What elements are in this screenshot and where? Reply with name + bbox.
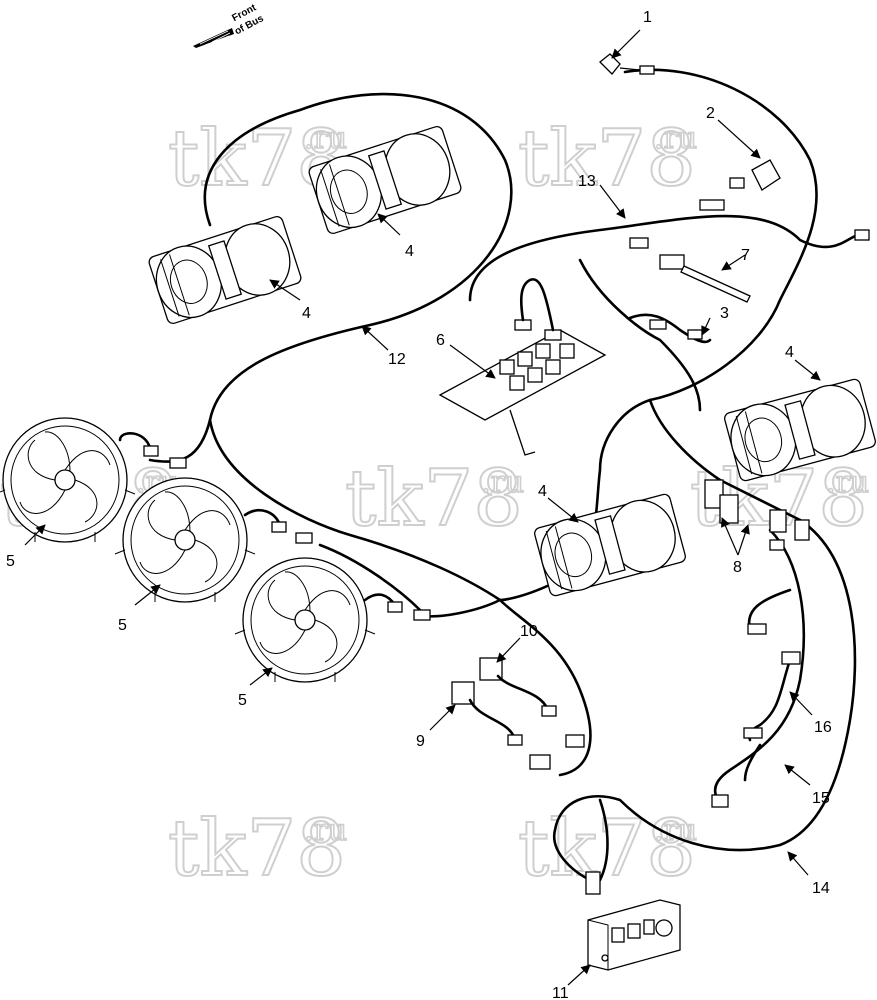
watermark-text: tk78 [345, 454, 523, 544]
callout-4: 4 [405, 243, 414, 260]
callout-11: 11 [552, 985, 569, 1000]
connector [781, 651, 801, 665]
callout-5: 5 [238, 692, 247, 709]
watermark-group: tk78 .ru tk78 .ru tk78 .ru tk78 .ru tk78… [0, 113, 870, 895]
front-of-bus-indicator: Front of Bus [193, 2, 266, 48]
component-4-blower [146, 213, 304, 327]
watermark-suffix: .ru [304, 121, 347, 156]
callout-8: 8 [733, 559, 742, 576]
callout-14: 14 [812, 880, 830, 897]
watermark-suffix: .ru [654, 121, 697, 156]
callout-10: 10 [520, 623, 538, 640]
connector [743, 727, 763, 739]
callout-leaders [24, 29, 821, 986]
callout-6: 6 [436, 332, 445, 349]
callout-5: 5 [6, 553, 15, 570]
callout-4: 4 [538, 483, 547, 500]
callout-7: 7 [741, 247, 750, 264]
callout-4: 4 [785, 344, 794, 361]
callout-9: 9 [416, 733, 425, 750]
callout-15: 15 [812, 790, 830, 807]
fan-leads [118, 432, 431, 621]
connector [747, 623, 767, 635]
component-6-relay-board [438, 278, 607, 456]
component-7-probe [629, 237, 751, 303]
callout-4: 4 [302, 305, 311, 322]
component-1-sensor [599, 53, 655, 75]
callout-13: 13 [578, 173, 596, 190]
callout-labels: 1 2 3 4 4 4 4 5 5 5 6 7 8 9 10 11 12 13 … [6, 9, 832, 1000]
harness-14 [552, 518, 857, 882]
component-5-fan [234, 557, 376, 683]
component-9-switch [451, 681, 523, 746]
callout-1: 1 [643, 9, 652, 26]
connector [565, 734, 585, 748]
connector [711, 794, 729, 808]
component-11-control-panel [587, 899, 681, 971]
watermark-text: tk78 [518, 114, 696, 204]
component-10-switch [479, 657, 557, 717]
watermark-text: tk78 [168, 804, 346, 894]
harness-15 [713, 528, 806, 802]
callout-16: 16 [814, 719, 832, 736]
callout-5: 5 [118, 617, 127, 634]
watermark-suffix: .ru [826, 465, 869, 500]
component-4-blower [532, 491, 688, 599]
callout-12: 12 [388, 351, 406, 368]
callout-2: 2 [706, 105, 715, 122]
component-2-switch [699, 159, 781, 211]
connector [529, 754, 551, 770]
watermark-suffix: .ru [304, 813, 347, 848]
connector [854, 229, 870, 241]
harness-16 [747, 588, 792, 742]
connector [585, 871, 601, 895]
watermark-suffix: .ru [481, 465, 524, 500]
callout-3: 3 [720, 305, 729, 322]
